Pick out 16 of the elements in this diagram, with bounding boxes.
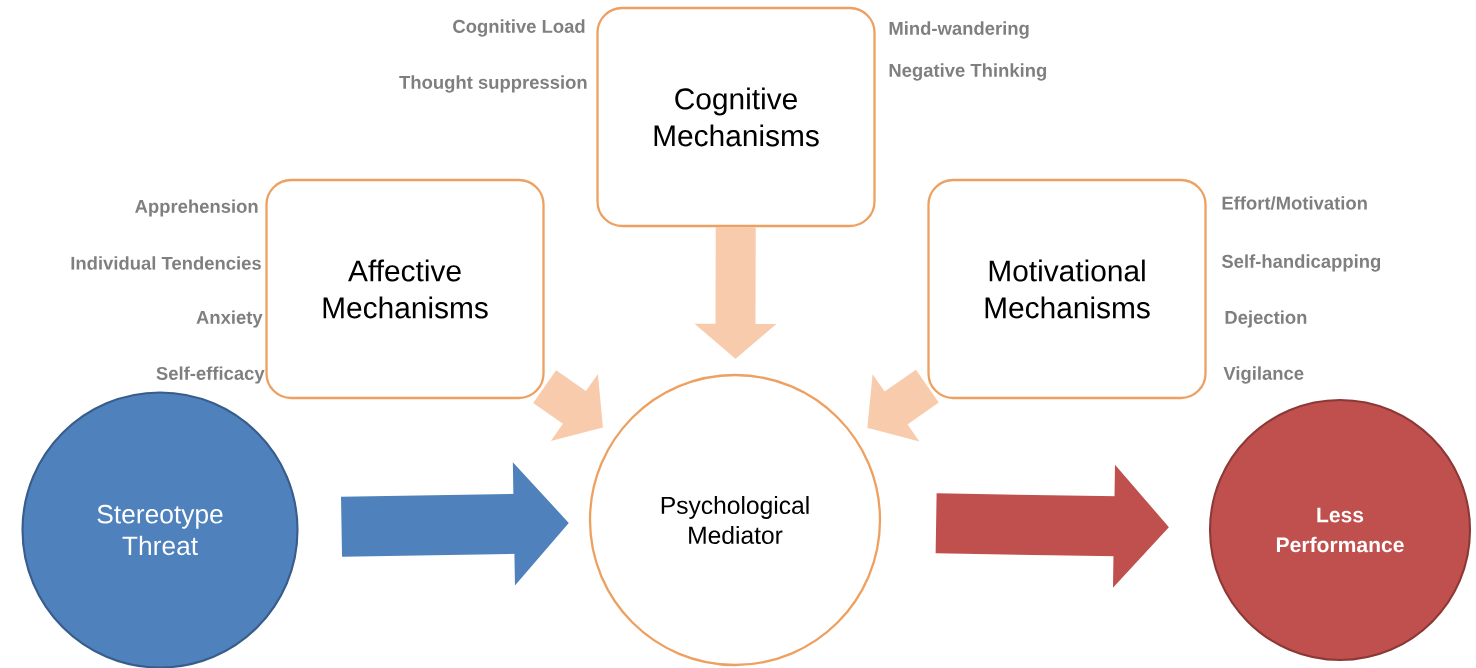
mechanism-box: Cognitive Mechanisms bbox=[596, 6, 876, 228]
side-label: Mind-wandering bbox=[889, 21, 1029, 39]
block-arrow bbox=[867, 369, 939, 442]
side-label: Vigilance bbox=[1223, 366, 1304, 384]
mechanism-box: Motivational Mechanisms bbox=[927, 178, 1207, 400]
side-label: Cognitive Load bbox=[453, 19, 585, 37]
side-label: Anxiety bbox=[196, 310, 263, 328]
mechanism-box: Affective Mechanisms bbox=[265, 178, 545, 400]
side-label: Negative Thinking bbox=[889, 63, 1046, 81]
side-label: Self-efficacy bbox=[156, 366, 265, 384]
side-label: Self-handicapping bbox=[1221, 254, 1381, 272]
side-label: Thought suppression bbox=[399, 75, 587, 93]
side-label: Effort/Motivation bbox=[1222, 196, 1367, 210]
side-label: Apprehension bbox=[135, 199, 258, 217]
side-label: Individual Tendencies bbox=[71, 256, 261, 270]
side-label: Dejection bbox=[1225, 310, 1307, 328]
